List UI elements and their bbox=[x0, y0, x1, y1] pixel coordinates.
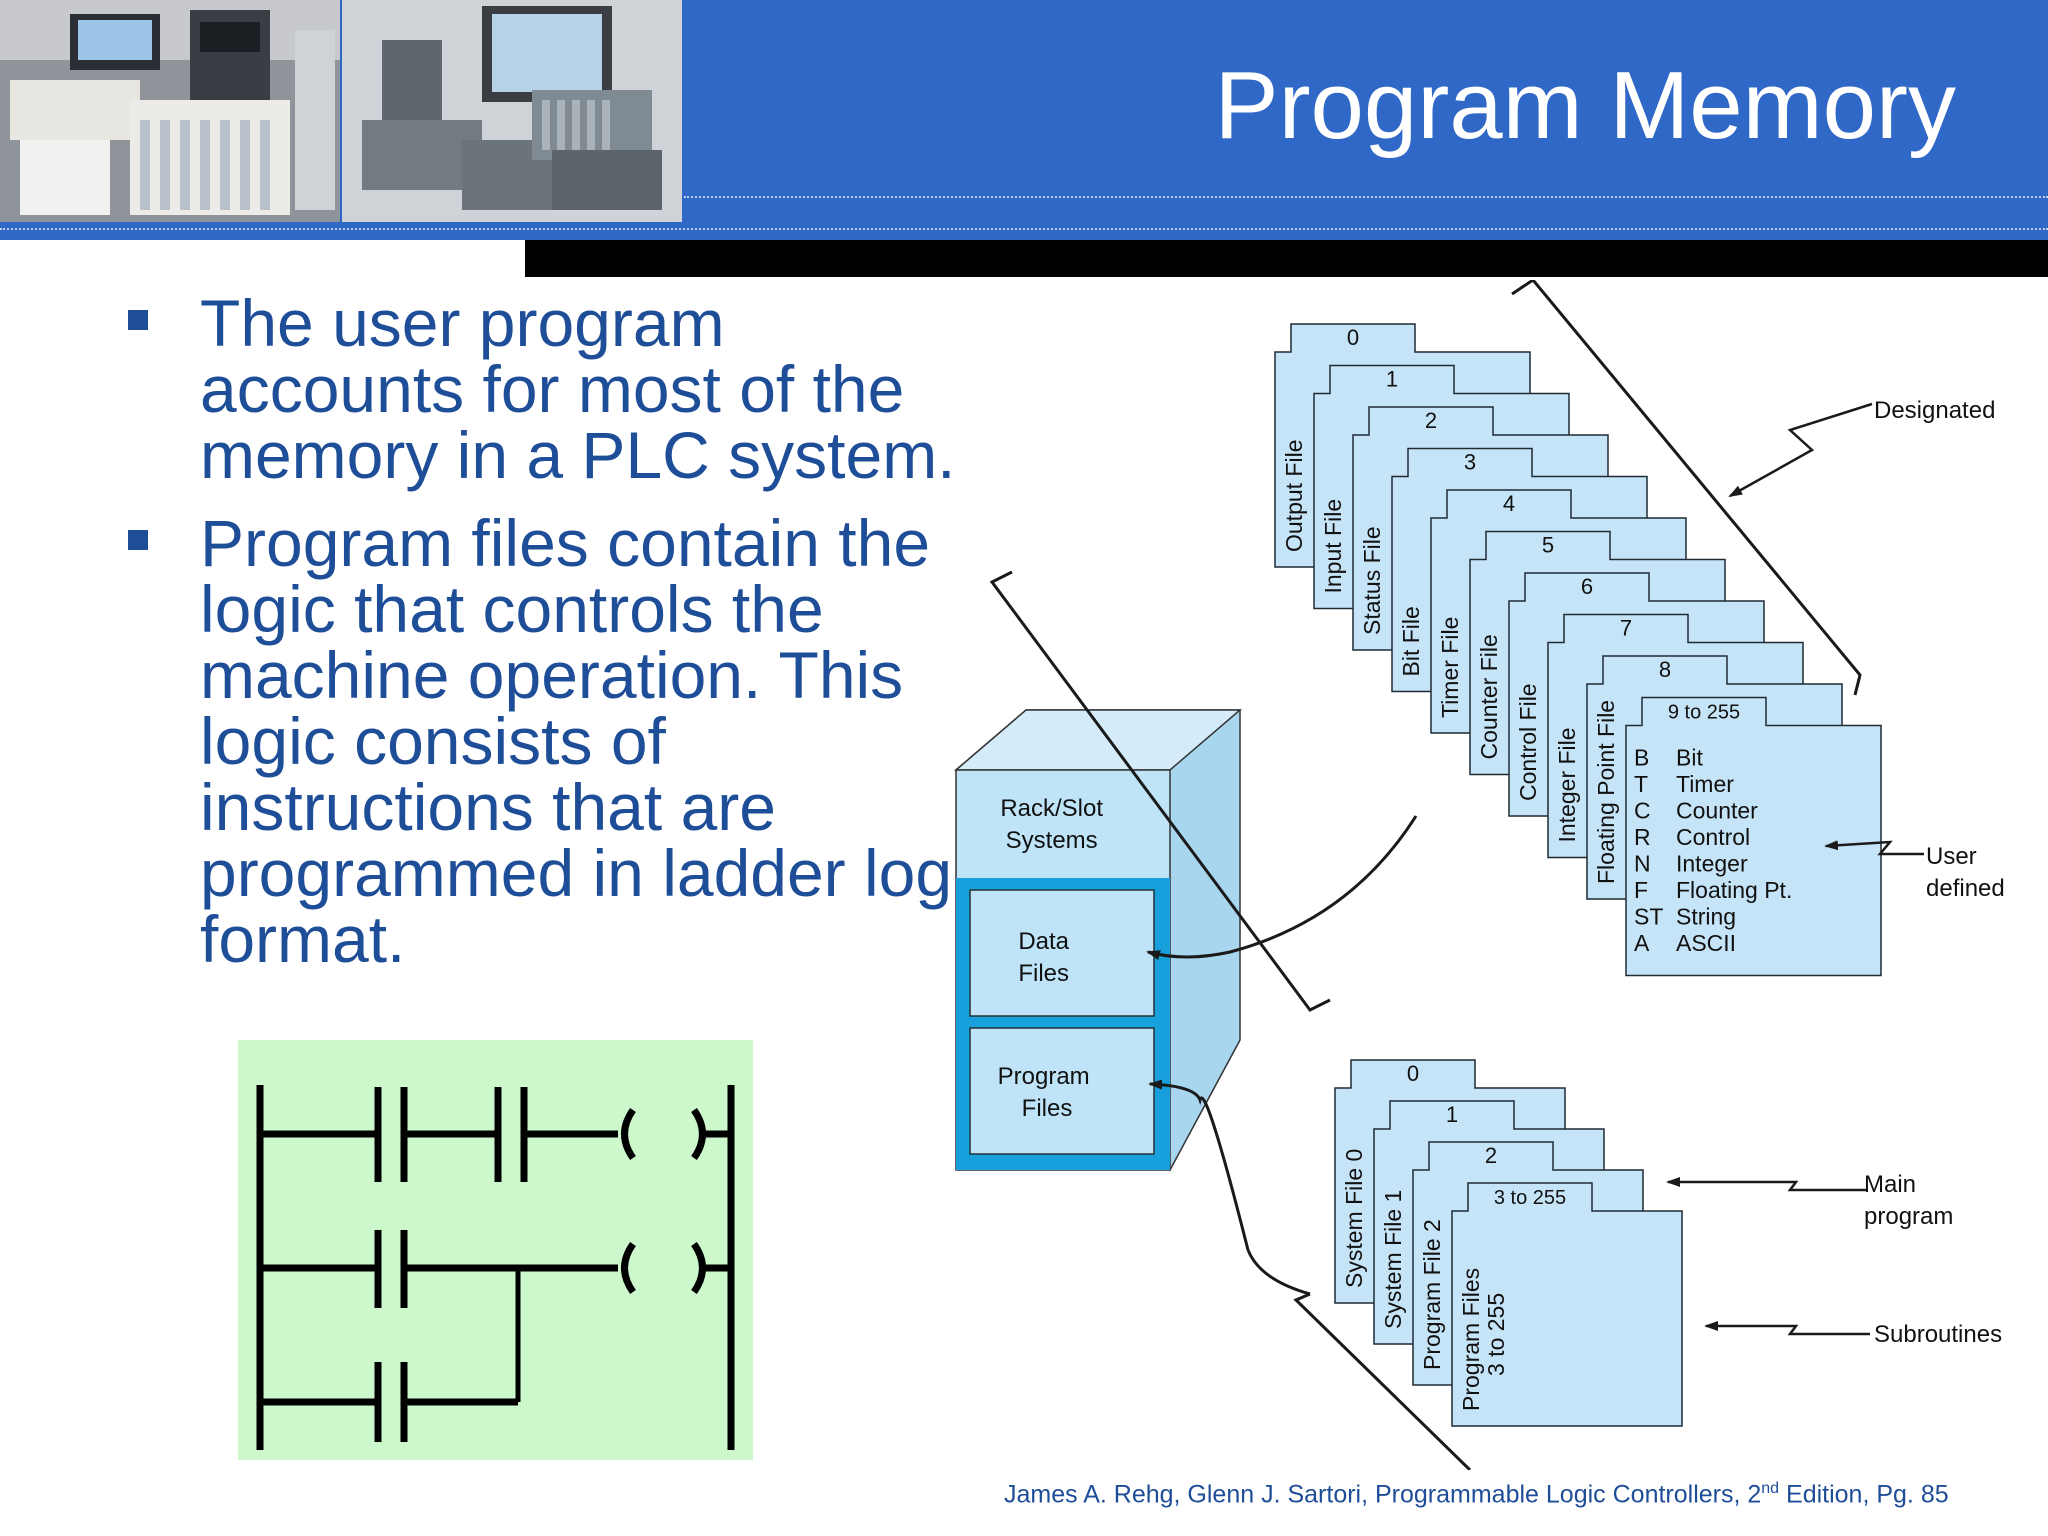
rack-slot-label: Rack/Slot bbox=[1000, 795, 1103, 822]
data-file-name: Control File bbox=[1515, 683, 1541, 801]
bullet-item: The user program accounts for most of th… bbox=[120, 290, 1000, 488]
program-file-name-line2: 3 to 255 bbox=[1483, 1293, 1509, 1376]
square-bullet-icon bbox=[128, 310, 148, 330]
citation-superscript: nd bbox=[1761, 1480, 1780, 1497]
program-files-label-line2: Files bbox=[1022, 1095, 1073, 1122]
user-type-code: C bbox=[1634, 798, 1651, 824]
user-type-code: ST bbox=[1634, 904, 1663, 930]
user-type-code: A bbox=[1634, 930, 1650, 956]
bullet-list: The user program accounts for most of th… bbox=[120, 290, 1000, 994]
user-type-code: T bbox=[1634, 771, 1648, 797]
designated-label: Designated bbox=[1874, 397, 1995, 424]
data-file-number: 0 bbox=[1347, 325, 1359, 350]
user-type-name: Control bbox=[1676, 824, 1750, 850]
user-type-name: Bit bbox=[1676, 745, 1703, 771]
program-file-name: Program File 2 bbox=[1419, 1219, 1445, 1370]
data-file-name: Counter File bbox=[1476, 634, 1502, 759]
program-file-number: 1 bbox=[1446, 1102, 1458, 1127]
data-file-name: Bit File bbox=[1398, 606, 1424, 676]
data-files-label: Data bbox=[1018, 928, 1069, 955]
user-type-code: R bbox=[1634, 824, 1651, 850]
callouts bbox=[1666, 402, 1924, 1336]
data-file-name: Status File bbox=[1359, 526, 1385, 635]
data-file-name: Output File bbox=[1281, 440, 1307, 553]
data-file-number: 5 bbox=[1542, 533, 1554, 558]
bullet-item: Program files contain the logic that con… bbox=[120, 510, 1000, 972]
rung-3 bbox=[260, 1268, 521, 1442]
slide-title: Program Memory bbox=[1214, 52, 1956, 159]
user-type-name: ASCII bbox=[1676, 930, 1736, 956]
data-file-range: 9 to 255 bbox=[1668, 702, 1740, 724]
citation-text: James A. Rehg, Glenn J. Sartori, Program… bbox=[1004, 1480, 1762, 1509]
program-file-name: System File 0 bbox=[1341, 1149, 1367, 1288]
data-file-number: 4 bbox=[1503, 491, 1515, 516]
user-type-name: String bbox=[1676, 904, 1736, 930]
data-file-number: 6 bbox=[1581, 574, 1593, 599]
plc-hardware-photo-left bbox=[0, 0, 340, 222]
main-program-label: Main bbox=[1864, 1171, 1916, 1198]
data-file-number: 2 bbox=[1425, 408, 1437, 433]
program-file-range: 3 to 255 bbox=[1494, 1187, 1566, 1209]
user-type-name: Floating Pt. bbox=[1676, 877, 1792, 903]
header-black-band bbox=[525, 240, 2048, 277]
rung-1 bbox=[260, 1087, 731, 1182]
header-dotted-rule bbox=[684, 196, 2048, 198]
svg-text:Rack/Slot Systems: Rack/Slot Systems Data Files Program Fil… bbox=[998, 795, 1110, 1122]
user-type-code: N bbox=[1634, 851, 1651, 877]
program-file-name: Program Files bbox=[1458, 1268, 1484, 1411]
main-program-label-line2: program bbox=[1864, 1203, 1953, 1230]
user-type-code: F bbox=[1634, 877, 1648, 903]
bullet-text: Program files contain the logic that con… bbox=[200, 506, 1000, 976]
program-files-label: Program bbox=[998, 1063, 1090, 1090]
user-defined-label-line2: defined bbox=[1926, 875, 2005, 902]
data-file-name: Integer File bbox=[1554, 727, 1580, 842]
program-file-name: System File 1 bbox=[1380, 1190, 1406, 1329]
data-file-number: 7 bbox=[1620, 616, 1632, 641]
user-type-code: B bbox=[1634, 745, 1649, 771]
user-defined-label: User bbox=[1926, 843, 1977, 870]
rack-slot-label-line2: Systems bbox=[1006, 827, 1098, 854]
data-file-name: Timer File bbox=[1437, 617, 1463, 718]
svg-text:Designated User define: Designated User defined Main program Sub… bbox=[1864, 397, 2011, 1348]
rung-2 bbox=[260, 1230, 731, 1308]
program-bracket bbox=[1148, 1079, 1472, 1470]
header-dotted-rule-lower bbox=[0, 228, 2048, 230]
square-bullet-icon bbox=[128, 530, 148, 550]
citation-text-end: Edition, Pg. 85 bbox=[1779, 1480, 1949, 1509]
data-file-number: 1 bbox=[1386, 367, 1398, 392]
designated-bracket bbox=[989, 280, 1862, 1012]
user-type-name: Counter bbox=[1676, 798, 1758, 824]
citation: James A. Rehg, Glenn J. Sartori, Program… bbox=[1004, 1480, 1949, 1509]
user-type-name: Integer bbox=[1676, 851, 1748, 877]
ladder-logic-diagram bbox=[238, 1040, 753, 1460]
user-type-name: Timer bbox=[1676, 771, 1734, 797]
data-file-number: 8 bbox=[1659, 657, 1671, 682]
subroutines-label: Subroutines bbox=[1874, 1321, 2002, 1348]
program-file-number: 2 bbox=[1485, 1143, 1497, 1168]
program-file-number: 0 bbox=[1407, 1061, 1419, 1086]
data-file-name: Input File bbox=[1320, 499, 1346, 594]
data-file-name: Floating Point File bbox=[1593, 700, 1619, 884]
header-bar bbox=[0, 0, 2048, 240]
bullet-text: The user program accounts for most of th… bbox=[200, 286, 956, 492]
data-files-label-line2: Files bbox=[1018, 960, 1069, 987]
plc-hardware-photo-right bbox=[342, 0, 682, 222]
data-file-number: 3 bbox=[1464, 450, 1476, 475]
cabinet: Rack/Slot Systems Data Files Program Fil… bbox=[953, 709, 1243, 1172]
